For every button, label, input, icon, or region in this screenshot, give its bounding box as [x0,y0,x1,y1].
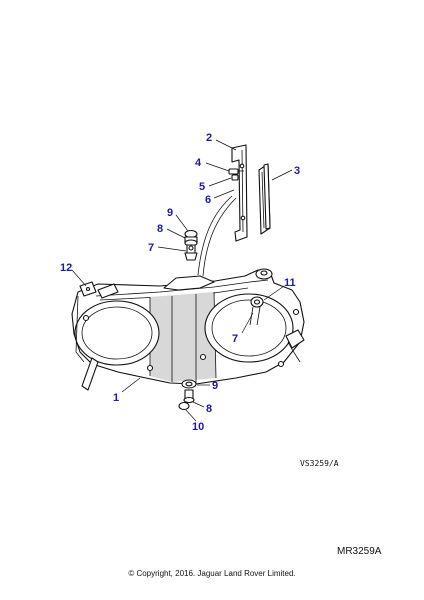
callout-7-right: 7 [232,333,238,345]
callout-labels: 2 3 4 5 6 9 8 7 12 11 7 1 9 8 10 [60,132,300,433]
callout-12: 12 [60,262,72,274]
lower-fixings [178,379,197,411]
upper-fixings [184,229,198,261]
callout-10: 10 [192,421,204,433]
callout-1: 1 [113,392,119,404]
illustration-reference: VS3259/A [300,459,339,468]
callout-5: 5 [199,181,205,193]
harness-wires [197,195,237,277]
callout-2: 2 [206,132,212,144]
callout-9-upper: 9 [167,207,173,219]
bracket-screw [228,168,244,181]
callout-8-upper: 8 [157,223,163,235]
callout-9-lower: 9 [212,380,218,392]
callout-6: 6 [205,194,211,206]
drawing-number: MR3259A [337,546,382,557]
callout-11: 11 [284,277,296,289]
adjuster-screw [249,296,264,326]
callout-3: 3 [294,165,300,177]
connector-clip [79,281,119,299]
callout-7-upper: 7 [148,242,154,254]
leader-lines [71,139,293,422]
copyright-notice: © Copyright, 2016. Jaguar Land Rover Lim… [128,569,295,578]
callout-4: 4 [195,157,202,169]
cover-plate [258,163,271,235]
mounting-bracket [231,144,248,242]
headlamp-housing [71,268,305,391]
callout-8-lower: 8 [206,403,212,415]
